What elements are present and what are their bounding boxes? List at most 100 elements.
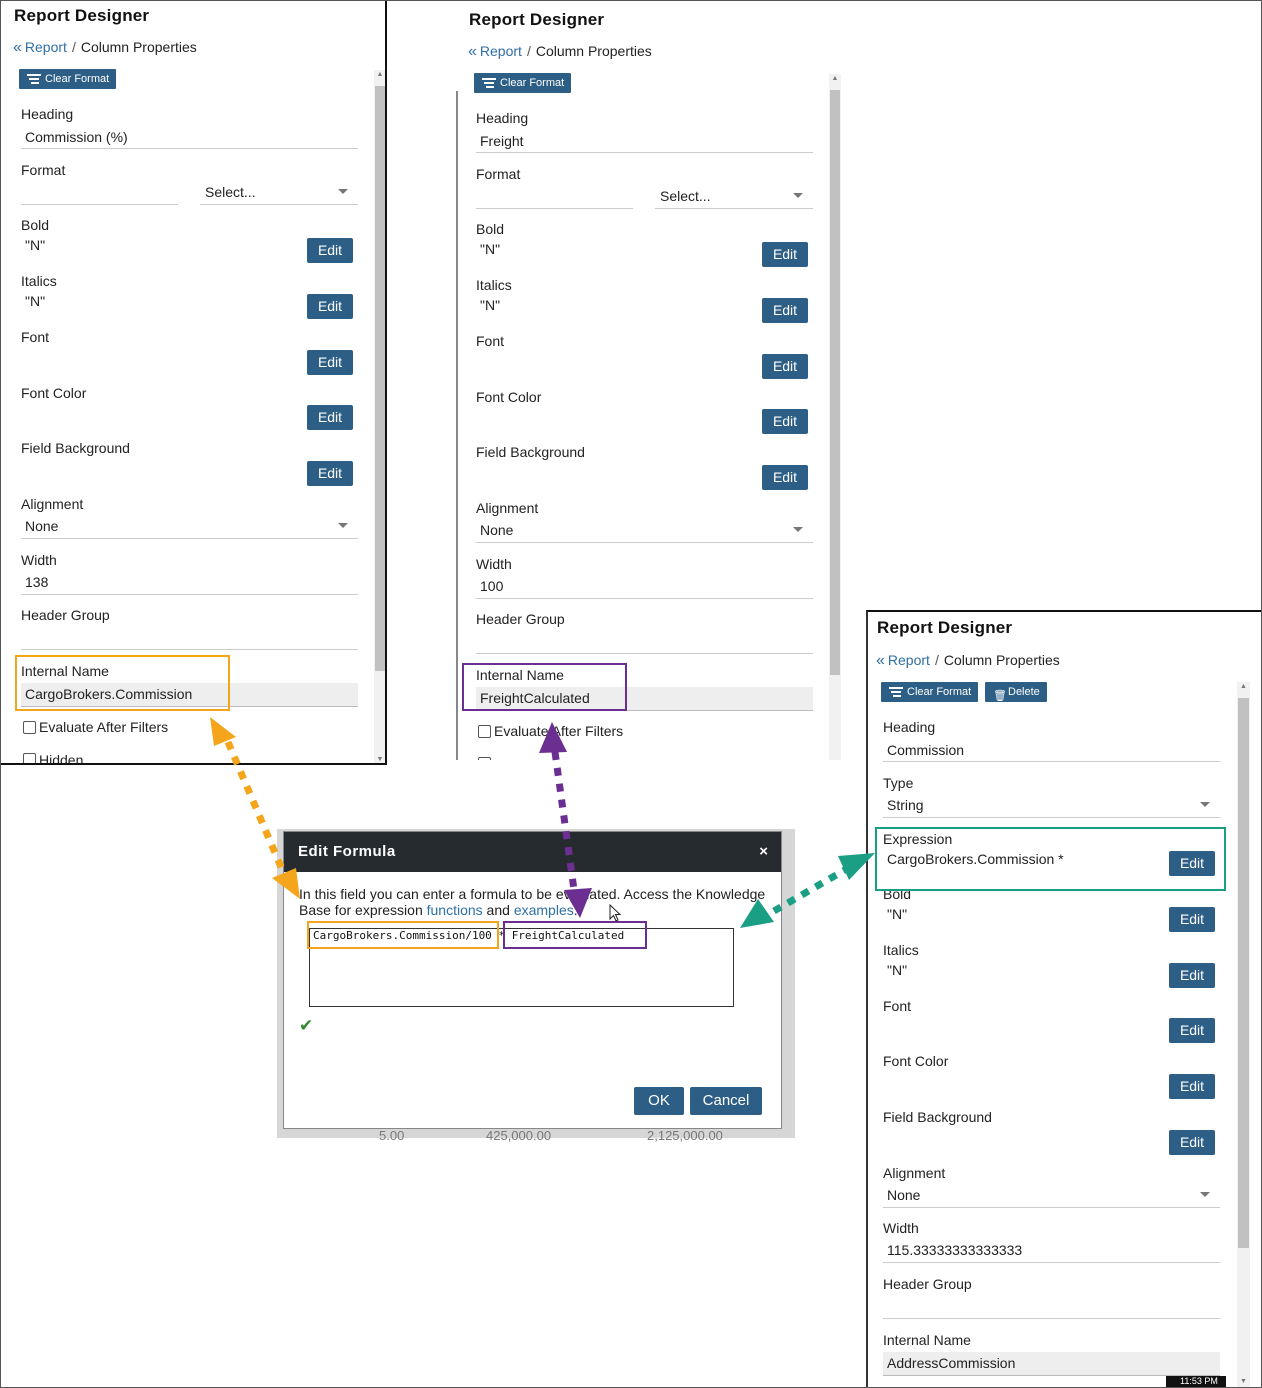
- clear-format-button[interactable]: Clear Format: [474, 73, 572, 93]
- breadcrumb-report-link[interactable]: Report: [24, 39, 67, 55]
- bold-edit-button[interactable]: Edit: [1169, 907, 1215, 932]
- field-background-label: Field Background: [883, 1109, 992, 1125]
- double-chevron-left-icon[interactable]: «: [876, 652, 885, 669]
- font-color-label: Font Color: [476, 389, 542, 405]
- field-background-label: Field Background: [21, 440, 130, 456]
- functions-link[interactable]: functions: [426, 902, 483, 918]
- format-label: Format: [21, 162, 66, 178]
- chevron-down-icon[interactable]: [793, 193, 803, 198]
- formula-textarea[interactable]: [309, 928, 734, 1007]
- bold-edit-button[interactable]: Edit: [307, 238, 353, 263]
- chevron-down-icon[interactable]: [338, 523, 348, 528]
- font-color-edit-button[interactable]: Edit: [307, 405, 353, 430]
- evaluate-after-filters-checkbox[interactable]: [23, 721, 36, 734]
- scrollbar[interactable]: ▲ ▼: [1237, 682, 1250, 1387]
- chevron-down-icon[interactable]: [338, 189, 348, 194]
- font-color-edit-button[interactable]: Edit: [762, 409, 808, 434]
- close-icon[interactable]: ×: [759, 843, 768, 860]
- format-select[interactable]: Select...: [205, 184, 256, 200]
- evaluate-after-filters-label: Evaluate After Filters: [39, 719, 169, 735]
- expression-edit-button[interactable]: Edit: [1169, 851, 1215, 876]
- expression-label: Expression: [883, 831, 953, 847]
- breadcrumb-current: Column Properties: [535, 43, 652, 59]
- internal-name-field: [21, 683, 358, 707]
- alignment-select[interactable]: None: [480, 522, 514, 538]
- font-color-edit-button[interactable]: Edit: [1169, 1074, 1215, 1099]
- double-chevron-left-icon[interactable]: «: [13, 39, 22, 56]
- breadcrumb-report-link[interactable]: Report: [479, 43, 522, 59]
- double-chevron-left-icon[interactable]: «: [468, 43, 477, 60]
- header-group-label: Header Group: [476, 611, 565, 627]
- scroll-down-icon[interactable]: ▼: [1240, 1378, 1247, 1385]
- right-column-properties-panel: Report Designer «Report/Column Propertie…: [866, 610, 1261, 1387]
- internal-name-field: [883, 1352, 1220, 1376]
- alignment-label: Alignment: [21, 496, 84, 512]
- clear-format-button[interactable]: Clear Format: [19, 69, 117, 89]
- cancel-button[interactable]: Cancel: [690, 1087, 762, 1115]
- format-input[interactable]: [476, 208, 633, 209]
- chevron-down-icon[interactable]: [1200, 1192, 1210, 1197]
- alignment-select[interactable]: None: [887, 1187, 921, 1203]
- header-group-input[interactable]: [883, 1318, 1220, 1319]
- chevron-down-icon[interactable]: [793, 527, 803, 532]
- scrollbar[interactable]: ▲: [829, 74, 841, 760]
- font-edit-button[interactable]: Edit: [1169, 1018, 1215, 1043]
- font-edit-button[interactable]: Edit: [307, 350, 353, 375]
- dialog-intro: In this field you can enter a formula to…: [299, 886, 766, 918]
- ok-button[interactable]: OK: [634, 1087, 684, 1115]
- width-input[interactable]: 138: [25, 574, 49, 590]
- expression-value: CargoBrokers.Commission *: [887, 851, 1064, 867]
- field-background-edit-button[interactable]: Edit: [1169, 1130, 1215, 1155]
- format-lines-icon: [482, 78, 496, 88]
- mouse-cursor-icon: [609, 904, 622, 922]
- header-group-input[interactable]: [476, 653, 813, 654]
- edit-formula-dialog: Edit Formula × In this field you can ent…: [283, 831, 782, 1129]
- type-label: Type: [883, 775, 914, 791]
- bold-label: Bold: [476, 221, 505, 237]
- examples-link[interactable]: examples: [513, 902, 574, 918]
- scroll-up-icon[interactable]: ▲: [376, 71, 384, 78]
- heading-input[interactable]: Freight: [480, 133, 524, 149]
- chevron-down-icon[interactable]: [1200, 802, 1210, 807]
- heading-input[interactable]: Commission: [887, 742, 965, 758]
- internal-name-value: AddressCommission: [887, 1355, 1016, 1371]
- format-label: Format: [476, 166, 521, 182]
- field-background-edit-button[interactable]: Edit: [762, 465, 808, 490]
- field-background-edit-button[interactable]: Edit: [307, 461, 353, 486]
- italics-edit-button[interactable]: Edit: [1169, 963, 1215, 988]
- width-input[interactable]: 115.33333333333333: [887, 1242, 1023, 1258]
- format-lines-icon: [27, 74, 41, 84]
- format-select[interactable]: Select...: [660, 188, 711, 204]
- evaluate-after-filters-checkbox[interactable]: [478, 725, 491, 738]
- scroll-up-icon[interactable]: ▲: [1240, 683, 1247, 690]
- font-edit-button[interactable]: Edit: [762, 354, 808, 379]
- italics-value: "N": [480, 297, 501, 313]
- bold-value: "N": [887, 906, 908, 922]
- hidden-checkbox[interactable]: [23, 753, 36, 763]
- italics-edit-button[interactable]: Edit: [762, 298, 808, 323]
- background-value: 2,125,000.00: [647, 1128, 723, 1143]
- internal-name-value: CargoBrokers.Commission: [25, 686, 193, 702]
- width-input[interactable]: 100: [480, 578, 504, 594]
- check-icon: ✔: [299, 1016, 314, 1035]
- scroll-down-icon[interactable]: ▼: [376, 756, 384, 763]
- alignment-select[interactable]: None: [25, 518, 59, 534]
- clear-format-button[interactable]: Clear Format: [881, 682, 979, 702]
- alignment-label: Alignment: [883, 1165, 946, 1181]
- heading-label: Heading: [883, 719, 936, 735]
- italics-value: "N": [887, 962, 908, 978]
- font-label: Font: [883, 998, 912, 1014]
- format-input[interactable]: [21, 204, 178, 205]
- bold-edit-button[interactable]: Edit: [762, 242, 808, 267]
- type-select[interactable]: String: [887, 797, 924, 813]
- font-color-label: Font Color: [21, 385, 87, 401]
- italics-edit-button[interactable]: Edit: [307, 294, 353, 319]
- delete-button[interactable]: 🗑Delete: [985, 682, 1047, 702]
- scrollbar[interactable]: ▲ ▼: [374, 70, 385, 763]
- hidden-checkbox[interactable]: [478, 757, 491, 760]
- scroll-up-icon[interactable]: ▲: [831, 75, 839, 82]
- breadcrumb: «Report/Column Properties: [876, 652, 1060, 669]
- breadcrumb-report-link[interactable]: Report: [887, 652, 930, 668]
- header-group-input[interactable]: [21, 649, 358, 650]
- heading-input[interactable]: Commission (%): [25, 129, 128, 145]
